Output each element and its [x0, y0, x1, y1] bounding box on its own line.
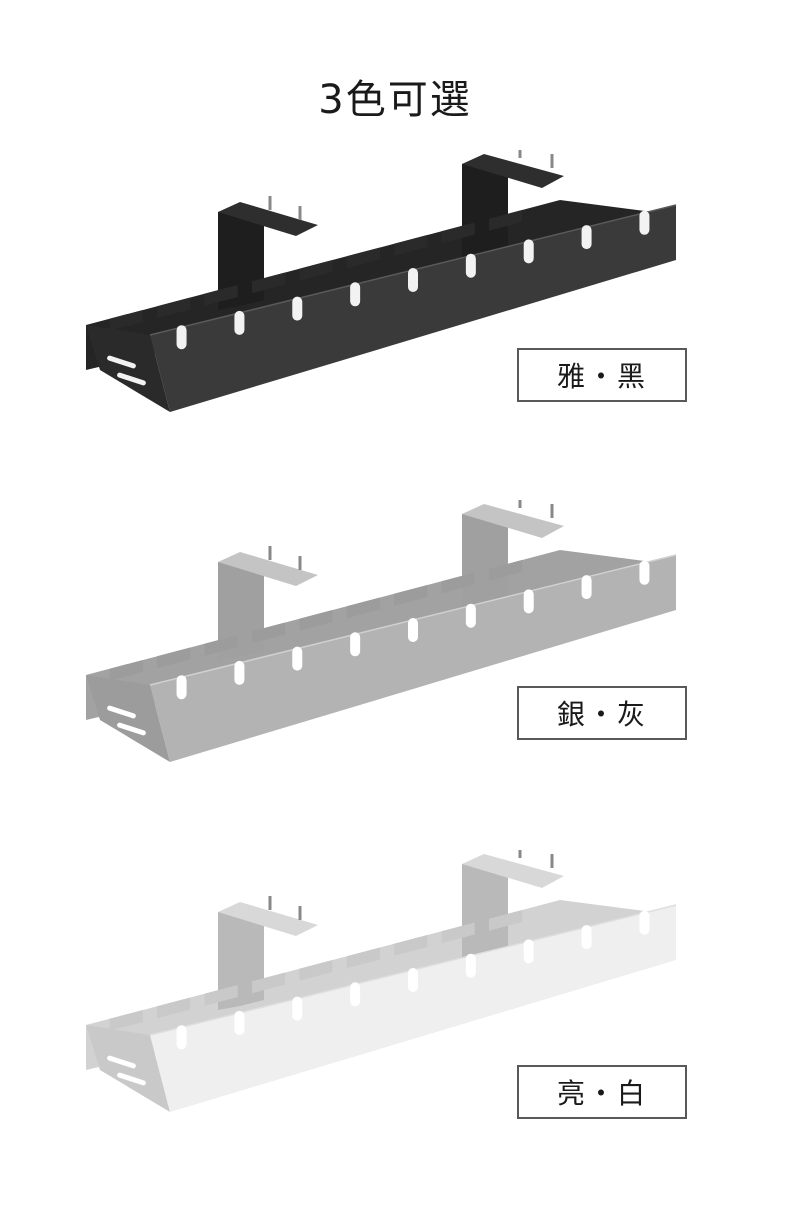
tray-tab — [488, 210, 523, 231]
mount-plate — [218, 902, 318, 936]
tray-tab — [488, 910, 523, 931]
mount-plate — [218, 552, 318, 586]
cable-notch — [523, 239, 534, 264]
cable-notch — [523, 589, 534, 614]
mount-plate — [462, 504, 564, 538]
mount-bracket — [462, 510, 508, 618]
mount-plate — [462, 154, 564, 188]
cable-notch — [465, 253, 476, 278]
cable-tray-image — [86, 850, 677, 1112]
cable-notch — [408, 618, 418, 642]
tray-tab — [346, 597, 380, 619]
cable-notch — [292, 296, 303, 321]
cable-notch — [176, 675, 187, 700]
end-cap — [86, 1025, 170, 1112]
tray-tab — [394, 585, 428, 606]
tray-tab — [488, 560, 523, 581]
cable-notch — [581, 225, 592, 250]
tray-tab — [394, 935, 428, 956]
end-cap — [86, 675, 170, 762]
cable-notch — [350, 982, 361, 1007]
page-title: 3色可選 — [318, 77, 472, 123]
color-label: 亮・白 — [517, 1065, 687, 1119]
cable-notch — [581, 925, 592, 950]
tray-tab — [441, 572, 475, 594]
tray-tab — [157, 997, 191, 1019]
variant-bright-white: 亮・白 — [0, 850, 790, 1230]
tray-tab — [204, 985, 238, 1006]
color-label-text: 亮・白 — [556, 1077, 647, 1110]
color-label: 雅・黑 — [517, 348, 687, 402]
tray-tab — [204, 635, 238, 656]
color-label-text: 銀・灰 — [556, 698, 647, 731]
tray-tab — [157, 647, 191, 669]
cable-notch — [292, 646, 303, 671]
cable-notch — [581, 575, 592, 600]
front-wall — [150, 555, 676, 762]
cable-notch — [639, 910, 650, 935]
cable-notch — [639, 210, 650, 235]
cable-notch — [234, 310, 245, 335]
cable-notch — [176, 325, 187, 350]
cable-notch — [408, 968, 418, 992]
front-wall — [150, 905, 676, 1112]
mount-plate — [462, 854, 564, 888]
tray-tab — [251, 622, 286, 644]
cable-notch — [408, 268, 418, 292]
cable-notch — [350, 632, 361, 657]
cable-tray-image — [86, 500, 677, 762]
cable-tray-image — [86, 150, 677, 412]
tray-tab — [251, 272, 286, 294]
cable-notch — [465, 953, 476, 978]
variant-black: 雅・黑 — [0, 150, 790, 530]
tray-tab — [346, 947, 380, 969]
cable-notch — [350, 282, 361, 307]
mount-plate — [218, 202, 318, 236]
front-wall — [150, 205, 676, 412]
color-label-text: 雅・黑 — [556, 360, 647, 393]
tray-tab — [299, 610, 333, 631]
tray-tab — [441, 222, 475, 244]
tray-tab — [157, 297, 191, 319]
tray-tab — [251, 972, 286, 994]
end-cap — [86, 325, 170, 412]
cable-notch — [234, 660, 245, 685]
tray-tab — [109, 310, 143, 331]
mount-bracket — [462, 860, 508, 968]
vent-slot — [117, 1072, 146, 1086]
vent-slot — [107, 1055, 136, 1069]
variant-silver-grey: 銀・灰 — [0, 500, 790, 880]
cable-notch — [465, 603, 476, 628]
cable-notch — [292, 996, 303, 1021]
vent-slot — [107, 355, 136, 369]
cable-notch — [234, 1010, 245, 1035]
tray-tab — [394, 235, 428, 256]
tray-tab — [109, 660, 143, 681]
tray-tab — [109, 1010, 143, 1031]
tray-tab — [346, 247, 380, 269]
vent-slot — [107, 705, 136, 719]
cable-notch — [523, 939, 534, 964]
vent-slot — [117, 722, 146, 736]
tray-tab — [299, 260, 333, 281]
tray-tab — [299, 960, 333, 981]
vent-slot — [117, 372, 146, 386]
mount-bracket — [462, 160, 508, 268]
tray-tab — [441, 922, 475, 944]
cable-notch — [639, 560, 650, 585]
cable-notch — [176, 1025, 187, 1050]
color-label: 銀・灰 — [517, 686, 687, 740]
tray-tab — [204, 285, 238, 306]
